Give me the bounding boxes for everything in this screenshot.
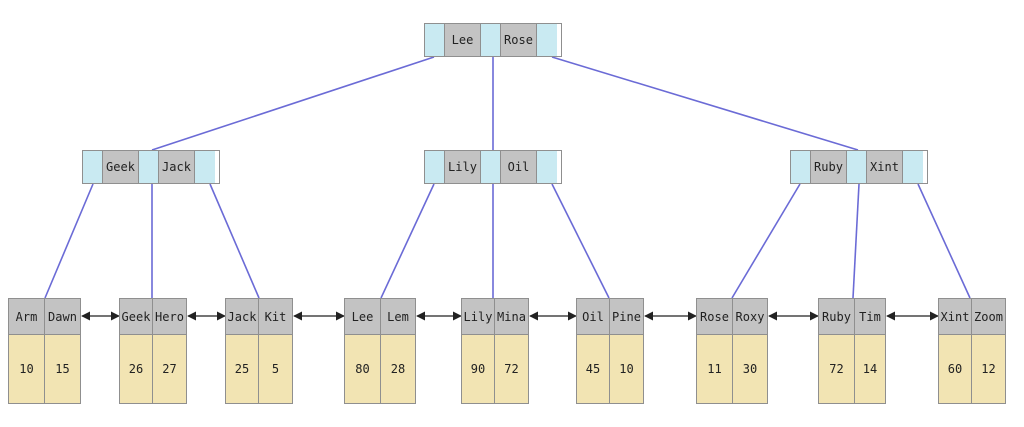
pointer-cell xyxy=(481,151,501,183)
leaf-key: Xint xyxy=(939,299,971,335)
internal-key: Lily xyxy=(445,151,481,183)
pointer-cell xyxy=(425,24,445,56)
leaf-value: 15 xyxy=(45,335,80,403)
tree-edge xyxy=(551,183,610,299)
tree-edge xyxy=(917,183,971,299)
tree-edge xyxy=(209,183,260,299)
leaf-key: Pine xyxy=(610,299,643,335)
leaf-key: Mina xyxy=(495,299,528,335)
leaf-value: 5 xyxy=(259,335,292,403)
leaf-key: Oil xyxy=(577,299,609,335)
tree-edge xyxy=(380,183,435,299)
tree-edge xyxy=(151,56,435,151)
leaf-key: Zoom xyxy=(972,299,1005,335)
leaf-value: 26 xyxy=(120,335,152,403)
pointer-cell xyxy=(425,151,445,183)
leaf-key: Dawn xyxy=(45,299,80,335)
leaf-key: Arm xyxy=(9,299,44,335)
root-key: Rose xyxy=(501,24,537,56)
internal-key: Jack xyxy=(159,151,195,183)
internal-key: Ruby xyxy=(811,151,847,183)
pointer-cell xyxy=(847,151,867,183)
leaf-key: Lily xyxy=(462,299,494,335)
leaf-value: 25 xyxy=(226,335,258,403)
leaf-value: 80 xyxy=(345,335,380,403)
pointer-cell xyxy=(83,151,103,183)
leaf-key: Roxy xyxy=(733,299,767,335)
tree-edge xyxy=(731,183,801,299)
leaf-value: 11 xyxy=(697,335,732,403)
internal-key: Geek xyxy=(103,151,139,183)
leaf-value: 60 xyxy=(939,335,971,403)
leaf-key: Jack xyxy=(226,299,258,335)
pointer-cell xyxy=(791,151,811,183)
root-key: Lee xyxy=(445,24,481,56)
leaf-key: Rose xyxy=(697,299,732,335)
leaf-key: Lee xyxy=(345,299,380,335)
pointer-cell xyxy=(537,151,557,183)
tree-edge xyxy=(852,183,860,299)
tree-edge xyxy=(551,56,859,151)
internal-node: Lily Oil xyxy=(424,150,562,184)
leaf-value: 10 xyxy=(9,335,44,403)
pointer-cell xyxy=(903,151,923,183)
internal-key: Xint xyxy=(867,151,903,183)
leaf-key: Hero xyxy=(153,299,186,335)
internal-node: Geek Jack xyxy=(82,150,220,184)
internal-key: Oil xyxy=(501,151,537,183)
leaf-value: 27 xyxy=(153,335,186,403)
pointer-cell xyxy=(195,151,215,183)
leaf-value: 30 xyxy=(733,335,767,403)
tree-edge xyxy=(44,183,94,299)
leaf-key: Kit xyxy=(259,299,292,335)
leaf-value: 45 xyxy=(577,335,609,403)
leaf-value: 10 xyxy=(610,335,643,403)
leaf-value: 72 xyxy=(819,335,854,403)
leaf-value: 12 xyxy=(972,335,1005,403)
leaf-value: 28 xyxy=(381,335,415,403)
pointer-cell xyxy=(139,151,159,183)
pointer-cell xyxy=(481,24,501,56)
leaf-key: Tim xyxy=(855,299,885,335)
leaf-key: Geek xyxy=(120,299,152,335)
leaf-value: 72 xyxy=(495,335,528,403)
pointer-cell xyxy=(537,24,557,56)
internal-node: Ruby Xint xyxy=(790,150,928,184)
leaf-key: Ruby xyxy=(819,299,854,335)
leaf-value: 14 xyxy=(855,335,885,403)
leaf-key: Lem xyxy=(381,299,415,335)
leaf-value: 90 xyxy=(462,335,494,403)
root-node: Lee Rose xyxy=(424,23,562,57)
